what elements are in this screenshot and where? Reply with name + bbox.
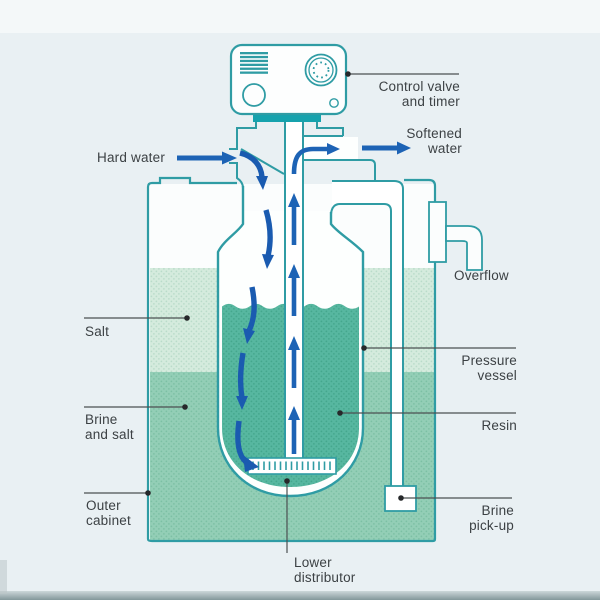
vent-slots-icon — [240, 52, 268, 74]
brine-line-outer — [332, 180, 404, 486]
overflow-spout — [445, 225, 483, 271]
lower-distributor — [247, 457, 337, 475]
label-salt: Salt — [85, 324, 110, 339]
label-hard-water: Hard water — [97, 150, 166, 165]
label-lower-distributor: Lower distributor — [294, 555, 356, 585]
vessel-outline-right — [289, 212, 365, 498]
overflow-bar — [428, 201, 447, 263]
label-resin: Resin — [481, 418, 517, 433]
control-valve-unit — [229, 43, 348, 122]
label-brine-and-salt: Brine and salt — [85, 412, 134, 442]
label-softened-water: Softened water — [406, 126, 462, 156]
valve-knob-icon — [242, 83, 266, 107]
hard-water-arrow — [177, 151, 237, 165]
label-outer-cabinet: Outer cabinet — [86, 498, 131, 528]
downflow-arrows — [235, 150, 274, 472]
softened-water-arrows — [291, 141, 411, 175]
funnel-right-bracket — [316, 122, 344, 136]
cabinet-outline — [146, 176, 437, 543]
brine-line-inner — [330, 203, 392, 486]
label-control-valve: Control valve and timer — [378, 79, 460, 109]
riser-upflow-arrows — [288, 193, 300, 454]
leader-dots — [145, 71, 404, 501]
brine-line-interior — [332, 181, 403, 486]
funnel-left-lower — [229, 162, 244, 189]
page-corner-shade — [0, 560, 7, 594]
page-bottom-edge — [0, 591, 600, 600]
label-brine-pickup: Brine pick-up — [469, 503, 514, 533]
outlet-channel-bottom — [303, 159, 376, 181]
funnel-left-upper — [229, 122, 257, 150]
valve-housing — [229, 43, 348, 116]
leader-lines — [84, 73, 516, 553]
label-overflow: Overflow — [454, 268, 509, 283]
label-pressure-vessel: Pressure vessel — [461, 353, 517, 383]
page-top-strip — [0, 0, 600, 33]
flow-arrows — [177, 141, 411, 472]
timer-dial-icon — [304, 53, 338, 87]
overflow — [428, 201, 483, 271]
vessel-outline-left — [216, 186, 291, 498]
brine-line — [330, 180, 404, 486]
distributor-slots — [252, 461, 331, 470]
valve-small-port-icon — [329, 98, 339, 108]
valve-base — [253, 113, 321, 122]
